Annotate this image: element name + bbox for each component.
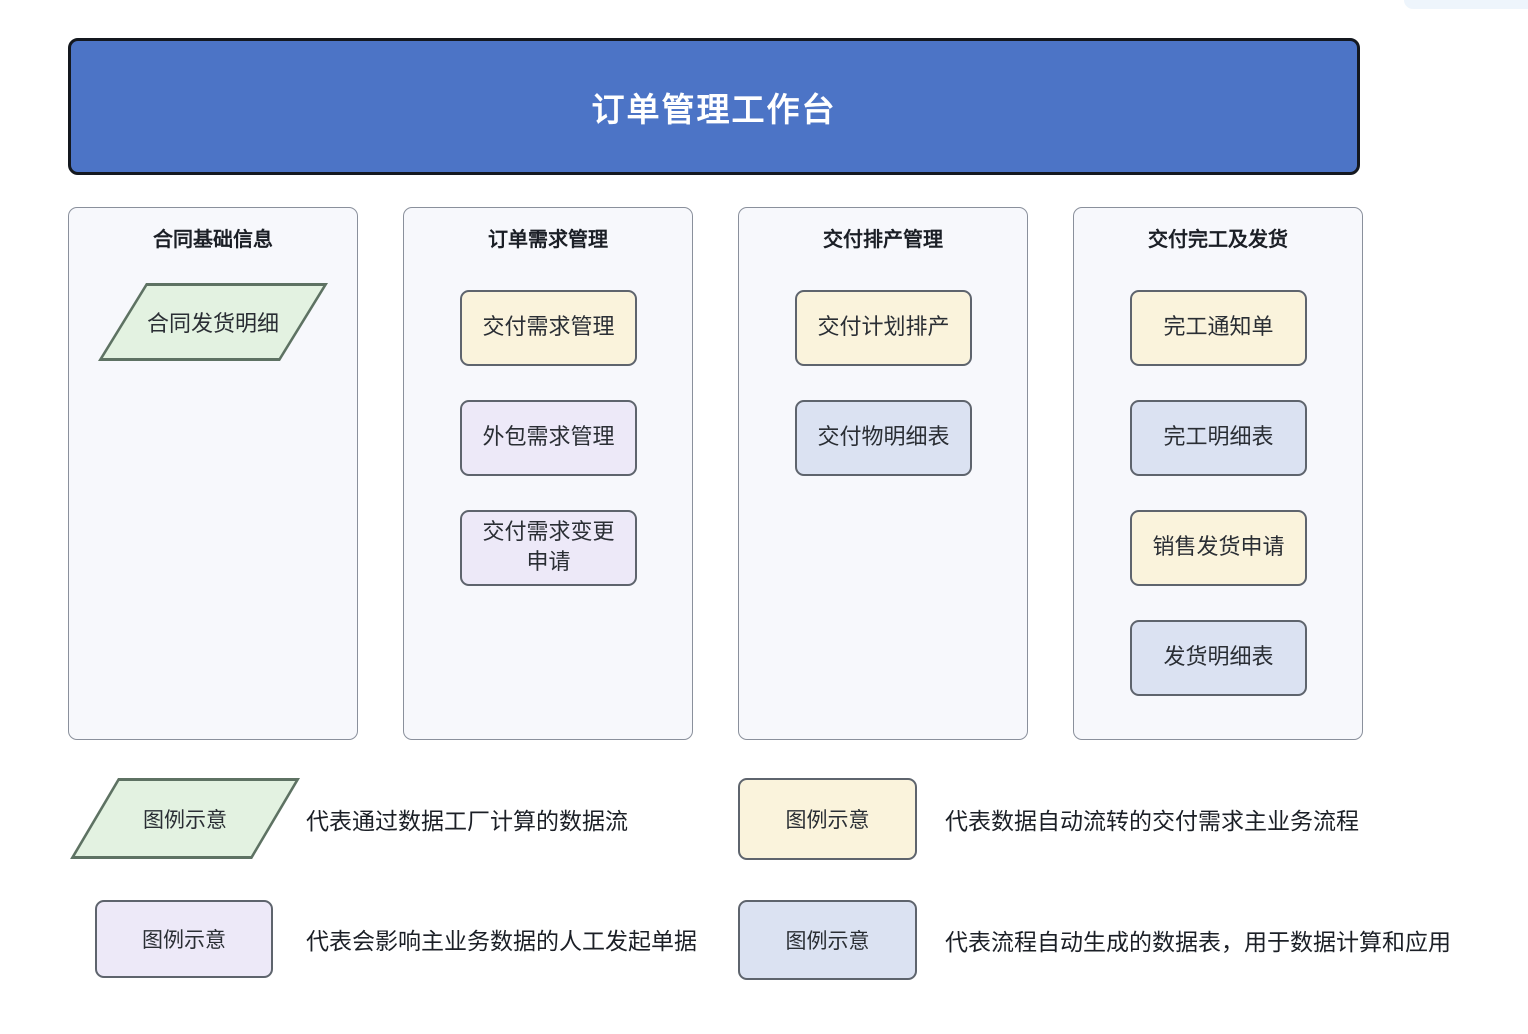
legend-sample-label: 图例示意 <box>143 807 228 832</box>
column-delivery-completion-shipping: 交付完工及发货 完工通知单 完工明细表 销售发货申请 发货明细表 <box>1073 207 1363 740</box>
node-delivery-plan-scheduling: 交付计划排产 <box>795 290 972 366</box>
legend-description-manual-doc: 代表会影响主业务数据的人工发起单据 <box>306 929 697 955</box>
legend-sample-manual-doc: 图例示意 <box>95 900 273 978</box>
workbench-header: 订单管理工作台 <box>68 38 1360 175</box>
legend-sample-label: 图例示意 <box>785 808 870 832</box>
node-label: 交付计划排产 <box>817 315 950 341</box>
legend-description-data-flow: 代表通过数据工厂计算的数据流 <box>306 808 628 835</box>
node-label: 完工明细表 <box>1163 425 1274 451</box>
legend-sample-main-flow: 图例示意 <box>738 778 917 860</box>
column-title-contract-basic-info: 合同基础信息 <box>153 227 273 251</box>
node-delivery-demand-change-request: 交付需求变更申请 <box>460 510 637 586</box>
node-sales-shipping-request: 销售发货申请 <box>1130 510 1307 586</box>
page-title: 订单管理工作台 <box>591 89 837 129</box>
column-contract-basic-info: 合同基础信息 合同发货明细 <box>68 207 358 740</box>
window-corner-artifact <box>1404 0 1528 9</box>
node-contract-shipping-detail: 合同发货明细 <box>98 283 328 361</box>
legend-sample-label: 图例示意 <box>142 928 226 952</box>
column-title-delivery-completion-shipping: 交付完工及发货 <box>1148 227 1288 251</box>
node-label: 交付需求变更申请 <box>482 520 615 575</box>
legend-sample-data-table: 图例示意 <box>738 900 917 980</box>
node-label: 外包需求管理 <box>482 425 615 451</box>
legend-description-main-flow: 代表数据自动流转的交付需求主业务流程 <box>945 809 1359 835</box>
node-deliverable-detail-table: 交付物明细表 <box>795 400 972 476</box>
node-outsourcing-demand-management: 外包需求管理 <box>460 400 637 476</box>
node-label: 合同发货明细 <box>146 312 280 337</box>
node-label: 完工通知单 <box>1163 315 1274 341</box>
node-label: 发货明细表 <box>1163 645 1274 671</box>
column-title-delivery-scheduling-management: 交付排产管理 <box>823 227 943 251</box>
node-completion-detail-table: 完工明细表 <box>1130 400 1307 476</box>
node-shipping-detail-table: 发货明细表 <box>1130 620 1307 696</box>
node-delivery-demand-management: 交付需求管理 <box>460 290 637 366</box>
legend-description-data-table: 代表流程自动生成的数据表，用于数据计算和应用 <box>945 930 1451 956</box>
legend-sample-label: 图例示意 <box>785 929 870 953</box>
column-title-order-demand-management: 订单需求管理 <box>488 227 608 251</box>
node-completion-notice: 完工通知单 <box>1130 290 1307 366</box>
column-delivery-scheduling-management: 交付排产管理 交付计划排产 交付物明细表 <box>738 207 1028 740</box>
node-label: 交付需求管理 <box>482 315 615 341</box>
node-label: 销售发货申请 <box>1152 535 1285 561</box>
column-order-demand-management: 订单需求管理 交付需求管理 外包需求管理 交付需求变更申请 <box>403 207 693 740</box>
legend-sample-data-flow: 图例示意 <box>70 778 300 859</box>
node-label: 交付物明细表 <box>817 425 950 451</box>
